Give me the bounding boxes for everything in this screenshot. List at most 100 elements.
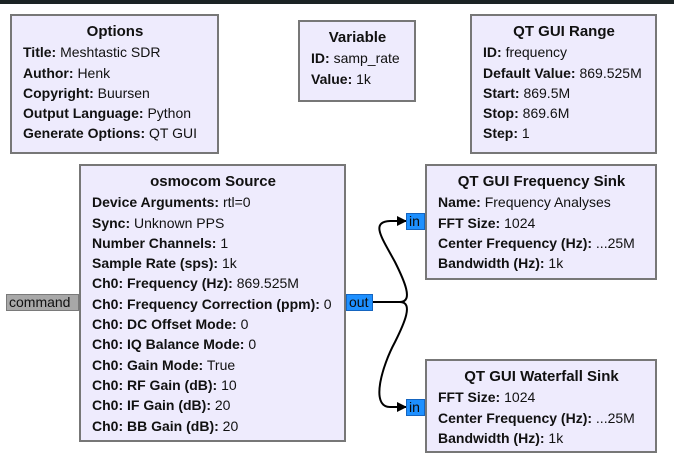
param-row: Generate Options: QT GUI [23, 123, 207, 143]
param-key: FFT Size: [438, 214, 501, 231]
param-row: FFT Size: 1024 [438, 213, 645, 233]
param-row: Bandwidth (Hz): 1k [438, 253, 645, 273]
param-row: Number Channels: 1 [92, 233, 334, 253]
param-row: Copyright: Buursen [23, 83, 207, 103]
param-value: Buursen [97, 84, 150, 101]
param-row: Ch0: IF Gain (dB): 20 [92, 395, 334, 415]
connection-out-to-freq-sink[interactable] [373, 216, 408, 303]
param-key: ID: [483, 44, 502, 61]
param-value: Meshtastic SDR [60, 44, 161, 61]
param-row: Ch0: DC Offset Mode: 0 [92, 314, 334, 334]
block-title: QT GUI Waterfall Sink [464, 368, 619, 385]
param-row: Name: Frequency Analyses [438, 192, 645, 212]
param-row: Ch0: Frequency (Hz): 869.525M [92, 273, 334, 293]
param-value: 1024 [504, 214, 536, 231]
param-row: Author: Henk [23, 63, 207, 83]
param-row: Bandwidth (Hz): 1k [438, 428, 645, 448]
param-value: samp_rate [333, 50, 400, 67]
param-key: Title: [23, 44, 57, 61]
param-key: Name: [438, 194, 481, 211]
param-value: ...25M [595, 409, 635, 426]
param-value: rtl=0 [222, 194, 251, 211]
out-port[interactable]: out [346, 294, 373, 311]
param-row: Sync: Unknown PPS [92, 213, 334, 233]
param-value: ...25M [595, 234, 635, 251]
param-row: Default Value: 869.525M [483, 63, 645, 83]
param-value: 869.6M [522, 105, 570, 122]
param-value: 20 [214, 397, 231, 414]
param-value: 869.525M [579, 64, 642, 81]
param-value: 1024 [504, 389, 536, 406]
param-key: Start: [483, 84, 520, 101]
param-value: Frequency Analyses [484, 194, 611, 211]
param-key: Device Arguments: [92, 194, 220, 211]
param-key: Center Frequency (Hz): [438, 234, 593, 251]
param-value: 0 [323, 295, 332, 312]
param-value: 0 [240, 316, 249, 333]
param-row: Ch0: Frequency Correction (ppm): 0 [92, 294, 334, 314]
param-value: Henk [77, 64, 111, 81]
param-value: frequency [505, 44, 568, 61]
freq-sink-in-port[interactable]: in [406, 213, 425, 230]
param-key: Ch0: Frequency Correction (ppm): [92, 295, 320, 312]
top-bar [0, 0, 674, 4]
param-key: Author: [23, 64, 74, 81]
param-key: FFT Size: [438, 389, 501, 406]
param-row: Value: 1k [311, 69, 404, 89]
param-row: Start: 869.5M [483, 83, 645, 103]
param-key: Bandwidth (Hz): [438, 429, 545, 446]
block-title: osmocom Source [150, 173, 276, 190]
param-row: Sample Rate (sps): 1k [92, 253, 334, 273]
param-key: ID: [311, 50, 330, 67]
param-row: Device Arguments: rtl=0 [92, 192, 334, 212]
param-key: Ch0: IQ Balance Mode: [92, 336, 245, 353]
param-value: Python [147, 105, 192, 122]
param-value: 1 [521, 125, 530, 142]
param-row: Center Frequency (Hz): ...25M [438, 233, 645, 253]
param-key: Value: [311, 70, 353, 87]
param-key: Sample Rate (sps): [92, 255, 219, 272]
param-row: Center Frequency (Hz): ...25M [438, 408, 645, 428]
param-row: FFT Size: 1024 [438, 387, 645, 407]
param-value: True [206, 356, 236, 373]
param-row: Ch0: IQ Balance Mode: 0 [92, 334, 334, 354]
param-key: Ch0: BB Gain (dB): [92, 417, 219, 434]
connection-out-to-waterfall-sink[interactable] [373, 301, 408, 412]
param-value: 1k [548, 255, 564, 272]
block-title: QT GUI Range [513, 23, 615, 40]
param-key: Ch0: IF Gain (dB): [92, 397, 211, 414]
param-key: Copyright: [23, 84, 94, 101]
waterfall-sink-in-port[interactable]: in [406, 399, 425, 416]
param-key: Ch0: DC Offset Mode: [92, 316, 237, 333]
qt-gui-frequency-sink-block[interactable]: QT GUI Frequency Sink Name: Frequency An… [425, 164, 657, 280]
param-row: Stop: 869.6M [483, 103, 645, 123]
param-key: Stop: [483, 105, 519, 122]
param-key: Ch0: RF Gain (dB): [92, 376, 218, 393]
param-value: 1k [221, 255, 237, 272]
block-title: QT GUI Frequency Sink [457, 173, 626, 190]
param-value: 20 [222, 417, 239, 434]
param-key: Ch0: Frequency (Hz): [92, 275, 233, 292]
param-value: QT GUI [149, 125, 197, 142]
block-title: Variable [328, 29, 387, 46]
param-key: Center Frequency (Hz): [438, 409, 593, 426]
param-row: Ch0: RF Gain (dB): 10 [92, 375, 334, 395]
param-key: Output Language: [23, 105, 144, 122]
param-row: Ch0: Gain Mode: True [92, 355, 334, 375]
param-row: ID: samp_rate [311, 48, 404, 68]
command-port[interactable]: command [6, 294, 79, 311]
param-row: Ch0: BB Gain (dB): 20 [92, 416, 334, 436]
param-value: 869.525M [236, 275, 299, 292]
param-value: 1 [220, 234, 229, 251]
